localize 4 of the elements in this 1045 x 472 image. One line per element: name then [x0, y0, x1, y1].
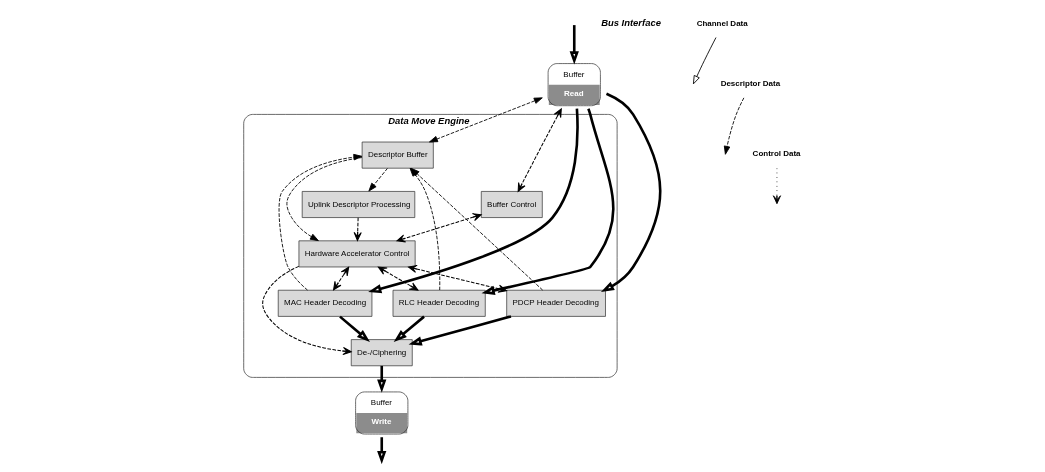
legend-label: Channel Data: [696, 18, 748, 28]
legend-label: Control Data: [752, 149, 801, 159]
legend-label: Descriptor Data: [720, 78, 781, 88]
label: Bus Interface: [601, 17, 661, 29]
